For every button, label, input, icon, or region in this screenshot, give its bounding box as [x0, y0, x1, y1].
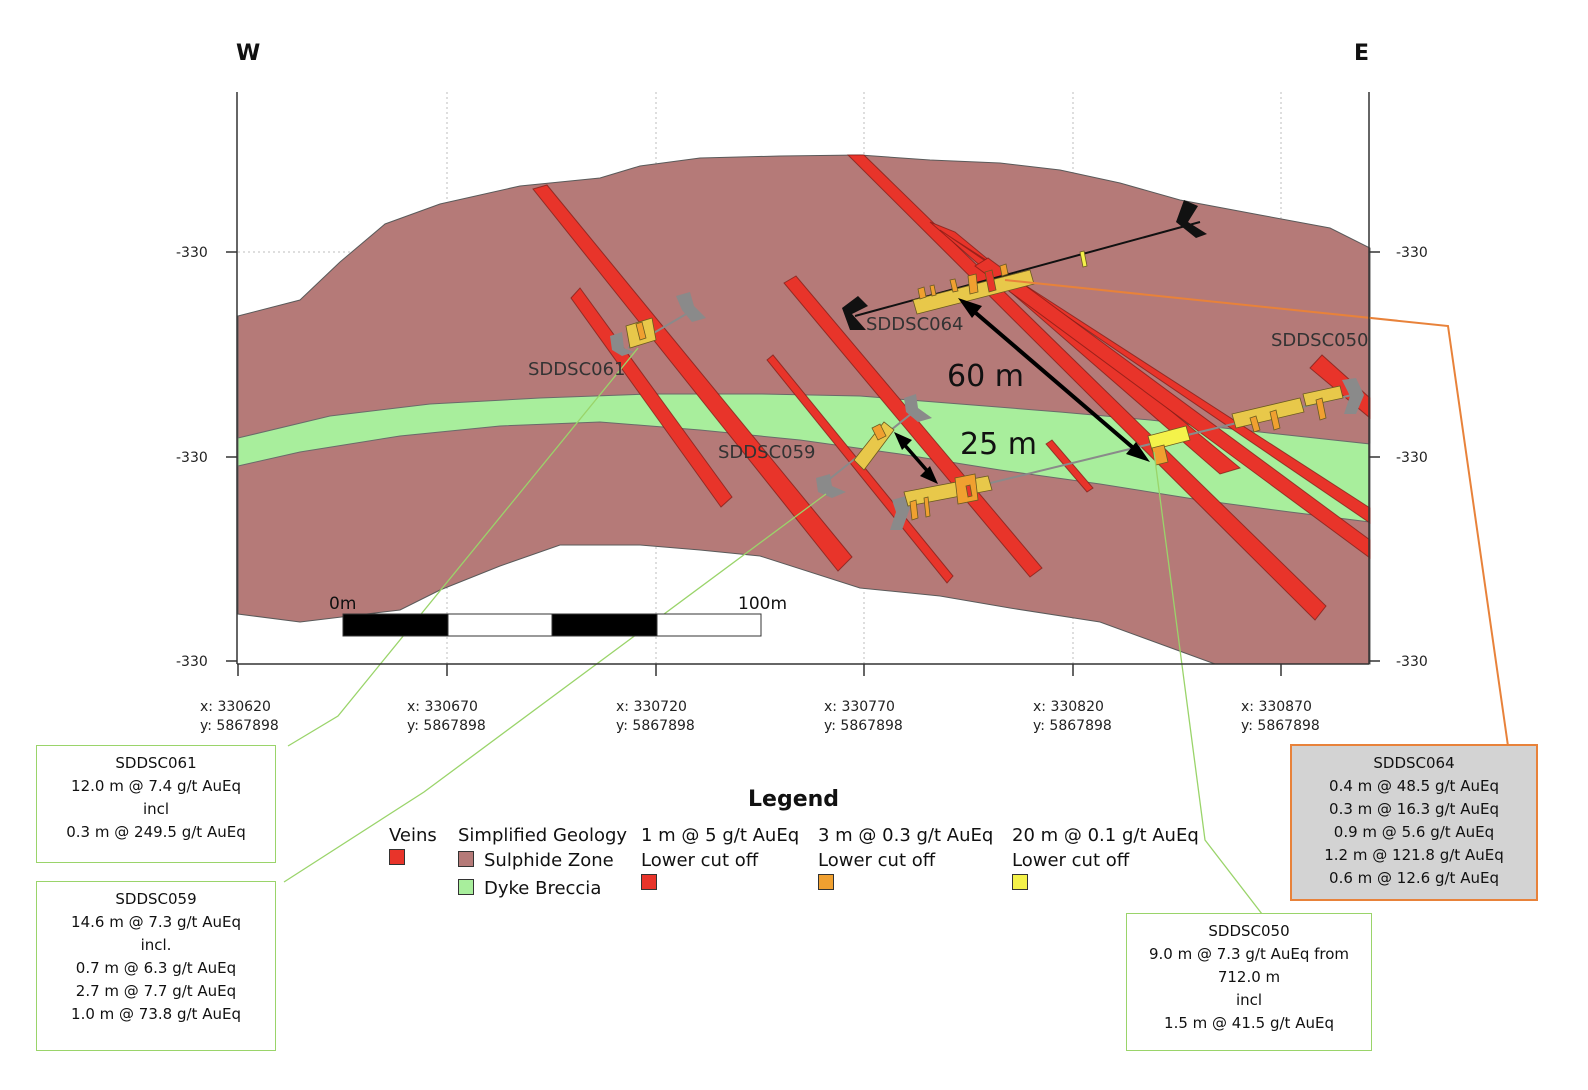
drillhole-label: SDDSC059 — [718, 442, 816, 463]
intercept-line: 0.9 m @ 5.6 g/t AuEq — [1333, 823, 1495, 841]
section-frame — [226, 92, 1380, 676]
intercept-line: 0.3 m @ 16.3 g/t AuEq — [1329, 800, 1499, 818]
intercept-hole: SDDSC061 — [115, 754, 197, 772]
chevron-icon — [816, 474, 846, 498]
elevation-label-right: -330 — [1396, 450, 1428, 466]
coord-y: y: 5867898 — [200, 718, 279, 734]
intercept-line: incl — [142, 800, 170, 818]
compass-west: W — [236, 41, 260, 66]
legend-cut3-swatch — [1012, 874, 1028, 890]
intercept-line: 0.4 m @ 48.5 g/t AuEq — [1329, 777, 1499, 795]
chevron-icon — [842, 296, 868, 330]
intercept-hole: SDDSC050 — [1208, 922, 1290, 940]
legend-cut1-cutoff: Lower cut off — [641, 850, 759, 871]
intercept-line: incl. — [140, 936, 172, 954]
drillhole-label: SDDSC061 — [528, 359, 626, 380]
legend-geology-title: Simplified Geology — [458, 825, 628, 846]
intercept-line: 2.7 m @ 7.7 g/t AuEq — [75, 982, 237, 1000]
legend-cut3-grade: 20 m @ 0.1 g/t AuEq — [1012, 825, 1199, 846]
compass-east: E — [1354, 41, 1369, 66]
distance-label: 25 m — [960, 427, 1037, 462]
chevron-icon — [1342, 378, 1364, 414]
legend-veins-label: Veins — [389, 825, 437, 846]
elevation-label-right: -330 — [1396, 245, 1428, 261]
legend-cut1-grade: 1 m @ 5 g/t AuEq — [641, 825, 800, 846]
legend-cut2-grade: 3 m @ 0.3 g/t AuEq — [818, 825, 994, 846]
intercept-box-sddsc061: SDDSC061 12.0 m @ 7.4 g/t AuEq incl 0.3 … — [36, 745, 276, 863]
veins — [532, 154, 1371, 621]
chevron-icon — [904, 394, 932, 422]
legend-sulphide-swatch — [458, 851, 474, 867]
legend-cut3-cutoff: Lower cut off — [1012, 850, 1130, 871]
coord-x: x: 330670 — [407, 699, 478, 715]
intercept-line: 0.3 m @ 249.5 g/t AuEq — [66, 823, 246, 841]
intercept-line: 14.6 m @ 7.3 g/t AuEq — [71, 913, 241, 931]
coord-y: y: 5867898 — [407, 718, 486, 734]
intercept-line: 12.0 m @ 7.4 g/t AuEq — [71, 777, 241, 795]
intercept-line: incl — [1235, 991, 1263, 1009]
intercept-box-sddsc059: SDDSC059 14.6 m @ 7.3 g/t AuEq incl. 0.7… — [36, 881, 276, 1051]
coord-x: x: 330820 — [1033, 699, 1104, 715]
intercept-box-sddsc050: SDDSC050 9.0 m @ 7.3 g/t AuEq from 712.0… — [1126, 913, 1372, 1051]
coord-y: y: 5867898 — [1033, 718, 1112, 734]
legend-dyke-swatch — [458, 879, 474, 895]
intercept-line: 0.7 m @ 6.3 g/t AuEq — [75, 959, 237, 977]
coord-x: x: 330720 — [616, 699, 687, 715]
legend-cut2-swatch — [818, 874, 834, 890]
elevation-label-left: -330 — [176, 654, 208, 670]
intercept-line: 1.5 m @ 41.5 g/t AuEq — [1164, 1014, 1334, 1032]
intercept-line: 9.0 m @ 7.3 g/t AuEq from — [1148, 945, 1350, 963]
legend-cut2-cutoff: Lower cut off — [818, 850, 936, 871]
legend-cut1-swatch — [641, 874, 657, 890]
assay-intervals — [625, 250, 1344, 521]
intercept-hole: SDDSC064 — [1373, 754, 1455, 772]
coord-x: x: 330620 — [200, 699, 271, 715]
coord-x: x: 330870 — [1241, 699, 1312, 715]
legend-sulphide-label: Sulphide Zone — [484, 850, 614, 871]
elevation-label-left: -330 — [176, 245, 208, 261]
chevron-icon — [1176, 200, 1207, 238]
scale-start-label: 0m — [329, 594, 356, 614]
scale-bar — [342, 613, 762, 637]
intercept-line: 712.0 m — [1217, 968, 1281, 986]
coord-y: y: 5867898 — [824, 718, 903, 734]
elevation-label-left: -330 — [176, 450, 208, 466]
chevron-icon — [676, 292, 706, 322]
collar-chevrons — [610, 200, 1364, 530]
leader-lines — [283, 279, 1509, 915]
chevron-icon — [610, 332, 634, 356]
elevation-label-right: -330 — [1396, 654, 1428, 670]
drillhole-label: SDDSC064 — [866, 314, 964, 335]
intercept-line: 1.2 m @ 121.8 g/t AuEq — [1324, 846, 1504, 864]
intercept-box-sddsc064: SDDSC064 0.4 m @ 48.5 g/t AuEq 0.3 m @ 1… — [1290, 744, 1538, 901]
legend-dyke-label: Dyke Breccia — [484, 878, 602, 899]
coord-y: y: 5867898 — [1241, 718, 1320, 734]
chevron-icon — [890, 496, 910, 530]
legend-title: Legend — [748, 787, 840, 812]
distance-arrows — [894, 298, 1150, 484]
distance-label: 60 m — [947, 359, 1024, 394]
scale-end-label: 100m — [738, 594, 787, 614]
intercept-hole: SDDSC059 — [115, 890, 197, 908]
coordinate-labels: x: 330620 y: 5867898 x: 330670 y: 586789… — [200, 699, 1320, 734]
coord-x: x: 330770 — [824, 699, 895, 715]
coord-y: y: 5867898 — [616, 718, 695, 734]
drillhole-label: SDDSC050 — [1271, 330, 1369, 351]
intercept-line: 1.0 m @ 73.8 g/t AuEq — [71, 1005, 241, 1023]
legend-veins-swatch — [389, 849, 405, 865]
intercept-line: 0.6 m @ 12.6 g/t AuEq — [1329, 869, 1499, 887]
